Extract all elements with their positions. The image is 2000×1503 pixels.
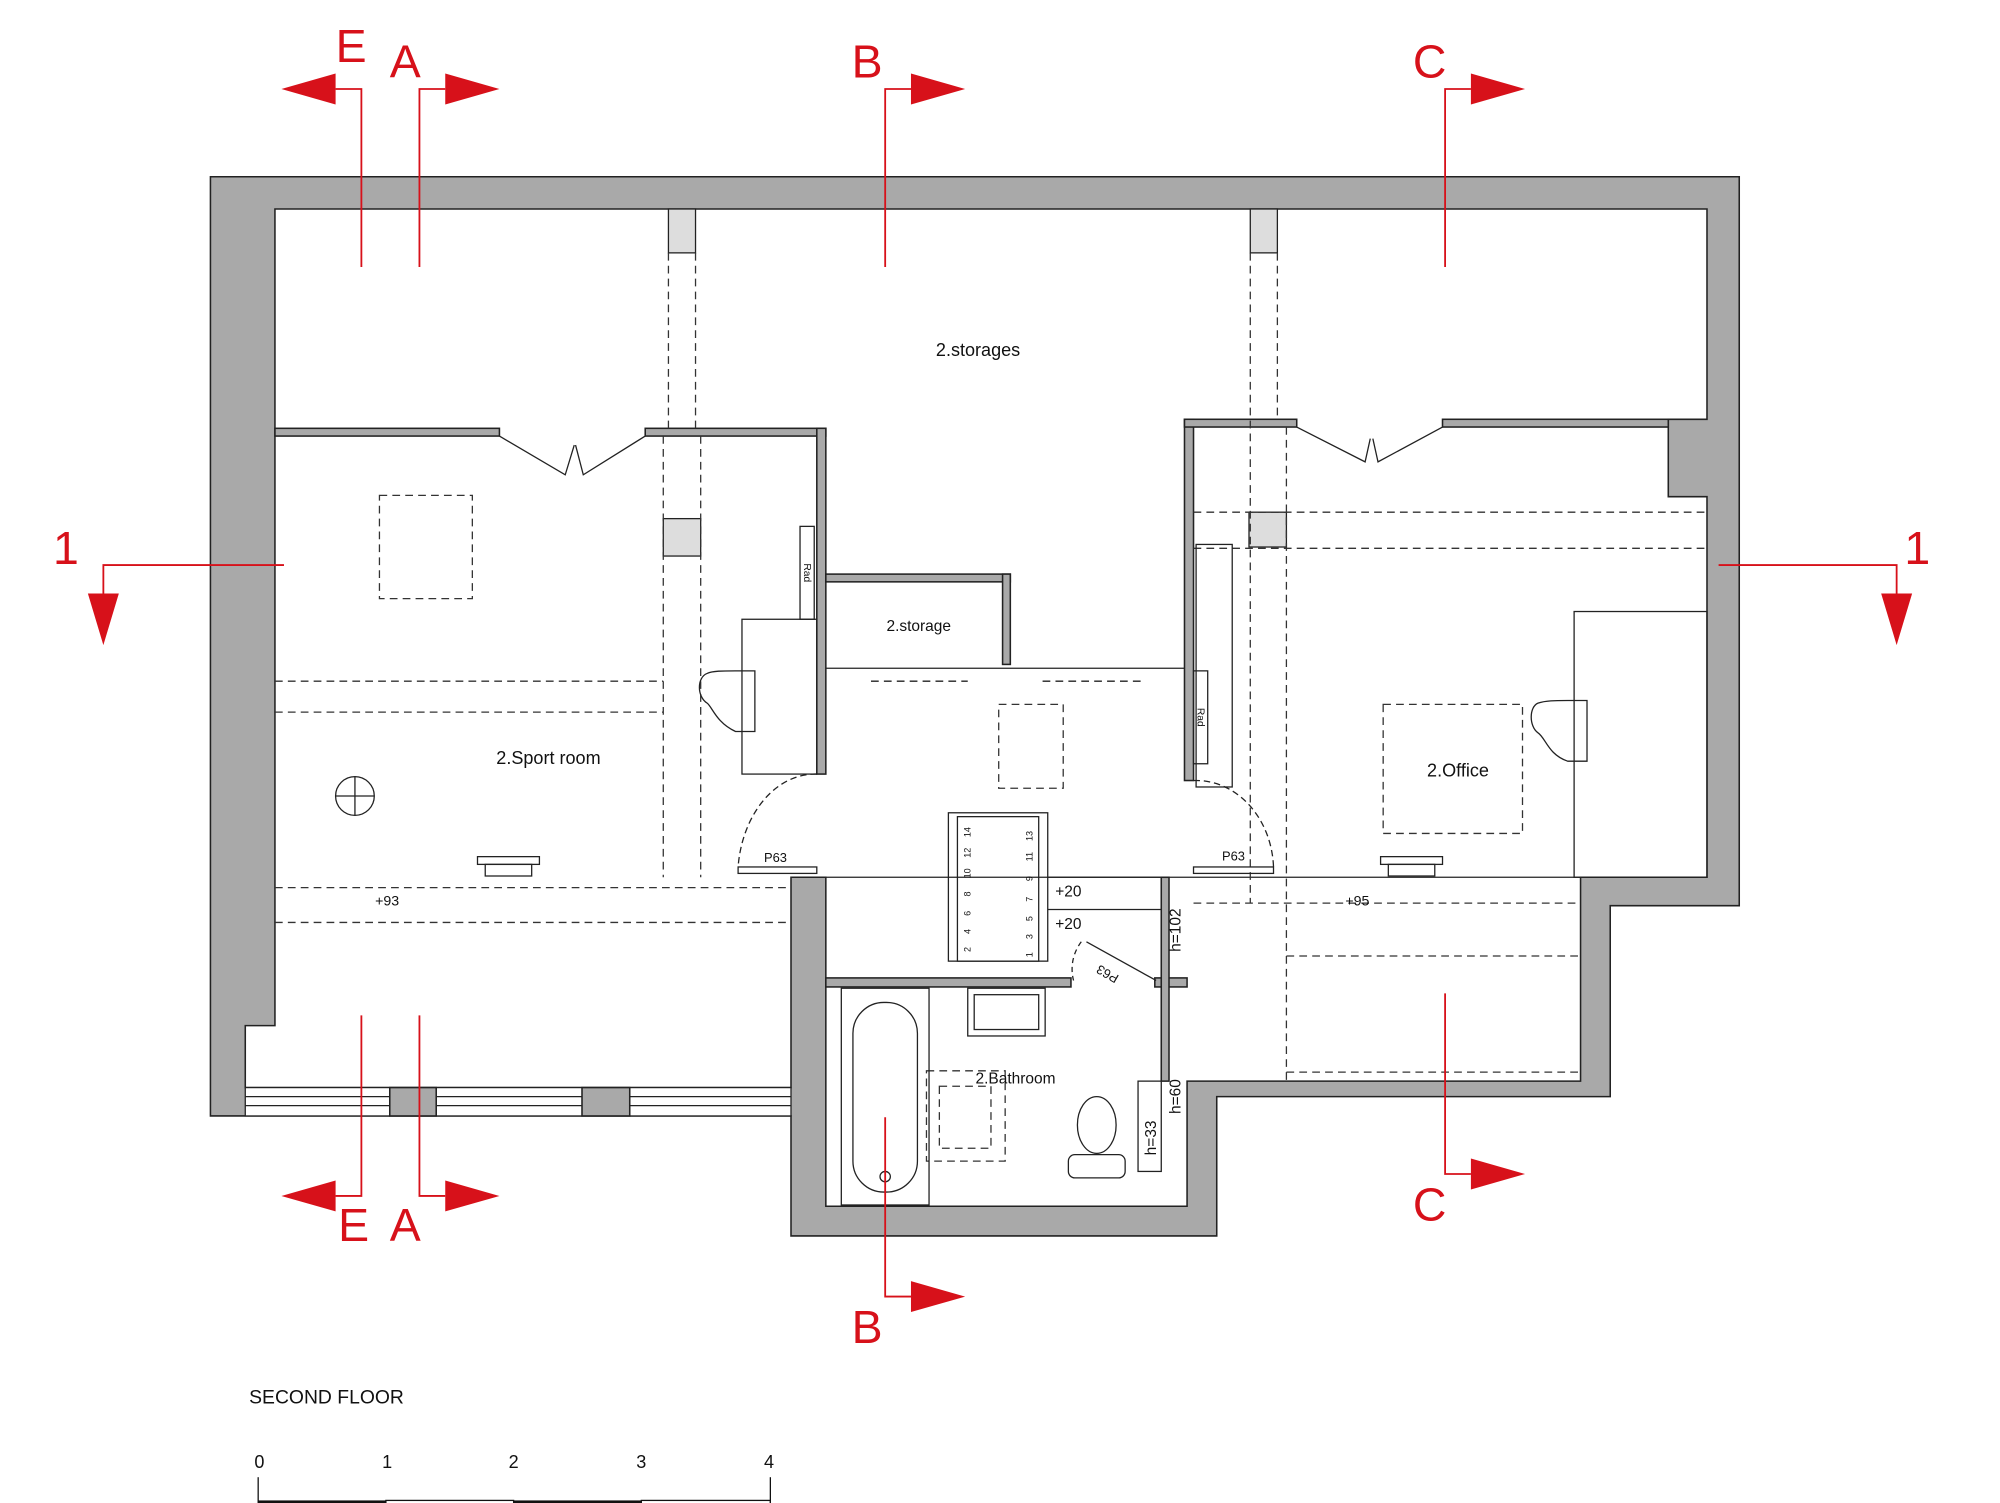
section-label-c: C [1413, 35, 1447, 87]
doors [499, 426, 1443, 982]
scale-bar [257, 1477, 772, 1503]
section-label-a: A [390, 35, 421, 87]
structural-columns [662, 208, 1288, 557]
scale-label: 3 [636, 1452, 646, 1472]
dashed-outlines [274, 252, 1707, 1162]
staircase: 14 12 10 8 6 4 2 13 11 9 7 5 3 1 [947, 812, 1162, 962]
height-note: h=60 [1168, 1079, 1185, 1114]
section-markers [87, 73, 1913, 1313]
section-label-e: E [338, 1199, 369, 1251]
window-strip [244, 1086, 792, 1117]
section-label-a: A [390, 1199, 421, 1251]
stair-step: 5 [1024, 916, 1034, 921]
room-label-office: 2.Office [1427, 761, 1489, 781]
section-label-b: B [852, 35, 883, 87]
room-label-bathroom: 2.Bathroom [975, 1071, 1055, 1088]
room-label-sport-room: 2.Sport room [496, 748, 600, 768]
stair-step: 10 [962, 868, 972, 878]
stair-step: 11 [1024, 852, 1034, 861]
section-label-b: B [852, 1301, 883, 1353]
radiator-left [799, 525, 815, 620]
section-label-c: C [1413, 1178, 1447, 1230]
interior-walls [274, 418, 1670, 1082]
sink [967, 987, 1046, 1037]
toilet [1076, 1095, 1117, 1155]
height-note: h=102 [1168, 908, 1185, 951]
stair-step: 3 [1024, 934, 1034, 939]
scale-label: 1 [382, 1452, 392, 1472]
furniture [334, 525, 1708, 1206]
desk-right [1573, 610, 1708, 878]
stair-step: 12 [962, 848, 972, 858]
door-tag: P63 [764, 850, 787, 865]
height-note: h=33 [1143, 1120, 1160, 1155]
level-landing: +20 [1055, 916, 1081, 933]
level-office: +95 [1345, 894, 1369, 910]
desk-left [741, 618, 818, 775]
scale-label: 0 [254, 1452, 264, 1472]
level-landing: +20 [1055, 884, 1081, 901]
stair-step: 4 [962, 929, 972, 934]
section-label-1: 1 [53, 522, 79, 574]
chair-right-icon [1530, 699, 1588, 762]
stair-step: 8 [962, 892, 972, 897]
stair-step: 7 [1024, 897, 1034, 902]
stair-step: 2 [962, 947, 972, 952]
radiator-label: Rad [801, 563, 812, 582]
section-label-1: 1 [1904, 522, 1930, 574]
door-tag: P63 [1222, 849, 1245, 864]
stair-step: 6 [962, 911, 972, 916]
stair-step: 14 [962, 827, 972, 837]
scale-label: 2 [509, 1452, 519, 1472]
radiator-right [1192, 670, 1209, 765]
room-label-storages: 2.storages [936, 340, 1020, 360]
section-label-e: E [336, 20, 367, 72]
radiator-label: Rad [1194, 708, 1205, 727]
stair-step: 9 [1024, 876, 1034, 881]
stair-step: 1 [1024, 952, 1034, 957]
level-sport: +93 [375, 894, 399, 910]
chair-left-icon [698, 670, 756, 733]
stair-step: 13 [1024, 831, 1034, 841]
room-label-storage: 2.storage [886, 618, 950, 635]
drawing-title: SECOND FLOOR [249, 1387, 404, 1409]
scale-label: 4 [764, 1452, 774, 1472]
door-tag: P63 [1094, 962, 1121, 986]
